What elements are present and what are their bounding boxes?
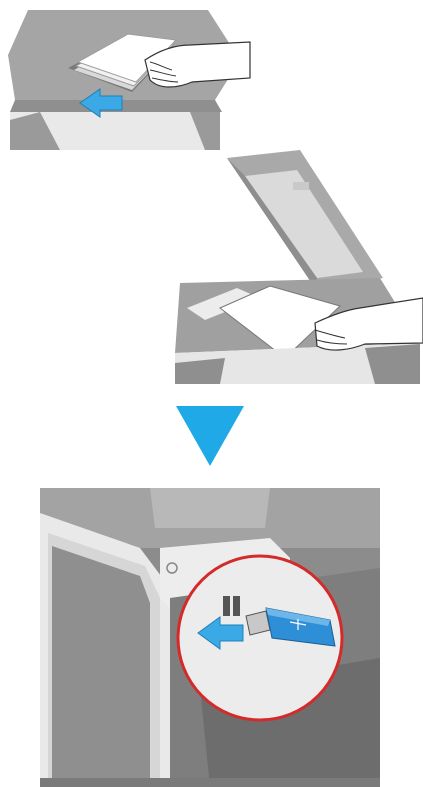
adf-loading-illustration — [0, 0, 265, 150]
platen-glass-illustration — [165, 148, 423, 384]
down-triangle-icon — [160, 398, 260, 478]
step-divider — [160, 398, 260, 478]
usb-insertion-illustration — [0, 488, 423, 787]
highlight-circle — [178, 556, 342, 720]
